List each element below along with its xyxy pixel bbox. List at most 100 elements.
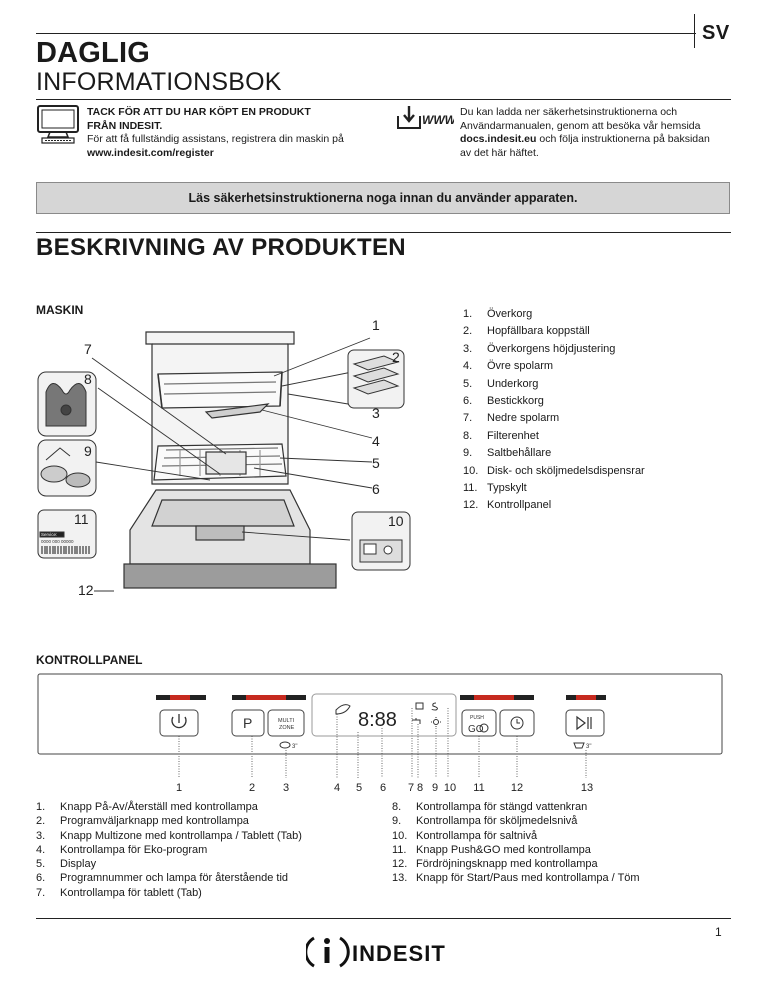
program-button-label: P	[243, 715, 252, 731]
start-pause-button[interactable]	[565, 709, 605, 737]
rating-plate-code: 0000 000 00000	[41, 539, 74, 544]
tablet-sub-label: 3"	[292, 744, 297, 750]
power-button[interactable]	[159, 709, 199, 737]
salt-lamp-icon	[431, 702, 438, 711]
www-label: WWW	[422, 113, 454, 127]
list-item: 7.Kontrollampa för tablett (Tab)	[36, 886, 202, 899]
list-item: 10.Kontrollampa för saltnivå	[392, 829, 538, 842]
indesit-logo: INDESIT	[306, 936, 446, 968]
eco-leaf-icon	[335, 704, 351, 715]
list-item: 3.Knapp Multizone med kontrollampa / Tab…	[36, 829, 302, 842]
list-item: 1.Överkorg	[463, 308, 533, 320]
machine-callout-8: 8	[84, 371, 92, 387]
download-line-1: Du kan ladda ner säkerhetsinstruktionern…	[460, 106, 678, 118]
list-item: 8.Filterenhet	[463, 429, 539, 442]
list-item: 10.Disk- och sköljmedelsdispensrar	[463, 464, 645, 477]
language-divider	[694, 14, 695, 48]
header-rule	[36, 99, 731, 100]
start-sub-label: 3"	[586, 744, 591, 750]
drain-icon	[573, 742, 585, 749]
list-item: 5.Display	[36, 858, 97, 871]
list-item: 12.Fördröjningsknapp med kontrollampa	[392, 858, 598, 871]
thanks-text: För att få fullständig assistans, regist…	[87, 133, 344, 145]
thanks-heading-2: FRÅN INDESIT.	[87, 119, 163, 132]
water-tap-icon	[412, 718, 421, 724]
download-block: Du kan ladda ner säkerhetsinstruktionern…	[460, 106, 740, 160]
go-label: GO	[468, 724, 484, 735]
tablet-icon	[279, 741, 291, 749]
rating-plate-label: Service:	[41, 532, 57, 537]
list-item: 5.Underkorg	[463, 377, 539, 390]
indesit-logo-icon	[306, 936, 350, 968]
panel-callout-3: 3	[283, 782, 289, 794]
panel-callout-4: 4	[334, 782, 340, 794]
safety-notice: Läs säkerhetsinstruktionerna noga innan …	[36, 182, 730, 214]
panel-callout-11: 11	[473, 782, 484, 794]
list-item: 2.Programväljarknapp med kontrollampa	[36, 815, 249, 828]
machine-callout-1: 1	[372, 317, 380, 333]
list-item: 9.Kontrollampa för sköljmedelsnivå	[392, 815, 578, 828]
machine-heading: MASKIN	[36, 303, 84, 317]
multizone-button[interactable]	[267, 709, 305, 737]
panel-callout-5: 5	[356, 782, 362, 794]
doc-subtitle: INFORMATIONSBOK	[36, 68, 282, 96]
computer-icon	[37, 105, 79, 144]
dishwasher-diagram: Service: 0000 000 00000 1 2 3 4 5 6 7 8 …	[37, 317, 411, 598]
list-item: 4.Kontrollampa för Eko-program	[36, 843, 208, 856]
list-item: 3.Överkorgens höjdjustering	[463, 342, 616, 355]
multizone-label-1: MULTI	[278, 718, 295, 724]
machine-callout-4: 4	[372, 433, 380, 449]
thanks-block: TACK FÖR ATT DU HAR KÖPT EN PRODUKT FRÅN…	[87, 106, 382, 160]
machine-callout-11: 11	[74, 511, 89, 527]
tablet-lamp-icon	[415, 702, 424, 710]
panel-callout-1: 1	[176, 782, 182, 794]
language-rule	[36, 33, 696, 34]
list-item: 11.Knapp Push&GO med kontrollampa	[392, 843, 591, 856]
panel-callout-2: 2	[249, 782, 255, 794]
panel-callout-12: 12	[511, 782, 523, 794]
panel-callout-10: 10	[444, 782, 456, 794]
multizone-label-2: ZONE	[279, 725, 295, 731]
machine-callout-3: 3	[372, 405, 380, 421]
download-icon: WWW	[397, 106, 454, 129]
page-number: 1	[715, 925, 722, 939]
list-item: 8.Kontrollampa för stängd vattenkran	[392, 801, 588, 813]
machine-callout-2: 2	[392, 349, 400, 365]
push-label: PUSH	[470, 715, 484, 721]
section-rule	[36, 232, 731, 233]
panel-callout-6: 6	[380, 782, 386, 794]
control-panel-diagram: P MULTI ZONE 3" 8:88 PUSH GO	[37, 673, 723, 794]
machine-callout-6: 6	[372, 481, 380, 497]
panel-callout-9: 9	[432, 782, 438, 794]
list-item: 6.Programnummer och lampa för återståend…	[36, 872, 289, 885]
delay-button[interactable]	[499, 709, 535, 737]
list-item: 2.Hopfällbara koppställ	[463, 325, 590, 338]
download-line-2: Användarmanualen, genom att besöka vår h…	[460, 119, 701, 132]
list-item: 13.Knapp för Start/Paus med kontrollampa…	[392, 872, 640, 885]
panel-callout-13: 13	[581, 782, 593, 794]
language-code: SV	[702, 22, 730, 44]
list-item: 12.Kontrollpanel	[463, 499, 552, 512]
list-item: 6.Bestickkorg	[463, 395, 544, 408]
brand-name: INDESIT	[352, 941, 446, 966]
docs-link[interactable]: docs.indesit.eu	[460, 133, 537, 145]
machine-callout-7: 7	[84, 341, 92, 357]
section-title: BESKRIVNING AV PRODUKTEN	[36, 234, 406, 261]
register-link[interactable]: www.indesit.com/register	[87, 146, 214, 159]
thanks-heading-1: TACK FÖR ATT DU HAR KÖPT EN PRODUKT	[87, 106, 311, 118]
panel-legend-left: 1.Knapp På-Av/Återställ med kontrollampa…	[36, 800, 302, 900]
list-item: 9.Saltbehållare	[463, 447, 552, 460]
parts-list: 1.Överkorg 2.Hopfällbara koppställ 3.Öve…	[463, 306, 645, 515]
download-line-3: och följa instruktionerna på baksidan	[536, 133, 710, 145]
panel-callout-7: 7	[408, 782, 414, 794]
panel-legend-right: 8.Kontrollampa för stängd vattenkran 9.K…	[392, 800, 640, 886]
control-panel-heading: KONTROLLPANEL	[36, 653, 143, 667]
machine-callout-9: 9	[84, 443, 92, 459]
program-button[interactable]	[231, 709, 265, 737]
download-line-4: av det här häftet.	[460, 146, 539, 159]
list-item: 4.Övre spolarm	[463, 360, 554, 373]
machine-callout-5: 5	[372, 455, 380, 471]
display-digits: 8:88	[358, 709, 397, 731]
doc-title: DAGLIG	[36, 37, 150, 69]
footer-rule	[36, 918, 731, 919]
